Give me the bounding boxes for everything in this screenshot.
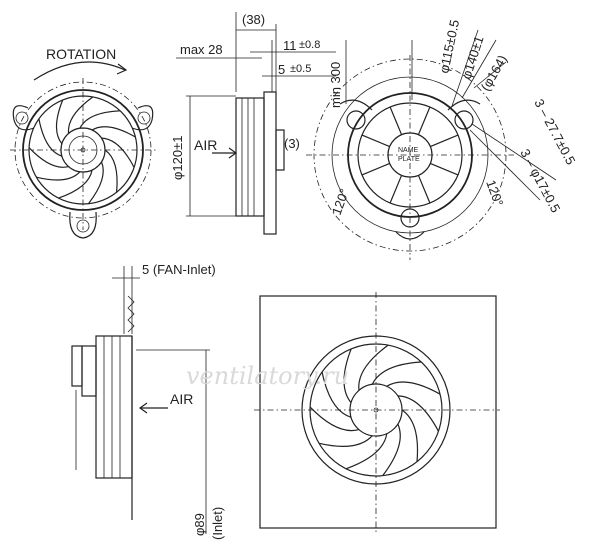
rear-lug-left (339, 99, 373, 111)
blade (397, 395, 440, 432)
dim-5-tol: ±0.5 (290, 63, 311, 75)
blade (91, 126, 136, 138)
blade (401, 409, 419, 462)
blade (79, 110, 121, 129)
mount-hole-right (137, 111, 151, 125)
angle-right-label: 120° (483, 178, 506, 208)
inlet-edge-zigzag (127, 295, 135, 333)
leader-phi140 (461, 39, 497, 99)
blade (358, 344, 389, 391)
impeller-blades (28, 96, 136, 205)
phi164-circle (313, 58, 507, 252)
blade (321, 371, 352, 418)
blade (309, 406, 360, 432)
watermark: ventilatory.ru (186, 362, 349, 390)
blade (87, 161, 104, 205)
mount-hole-left (15, 111, 29, 125)
blade (55, 99, 64, 145)
rear-mount-hole-left (346, 110, 366, 130)
leader-phi164 (473, 61, 507, 89)
side-frame (263, 91, 277, 235)
blade (371, 361, 422, 385)
air-side-label: AIR (194, 137, 217, 153)
frame-spoke (361, 134, 390, 148)
frame-spoke (417, 106, 431, 135)
mount-hole-bottom (76, 219, 90, 233)
dim-phi89-label: φ89 (192, 513, 207, 536)
air-side-arrowhead (228, 147, 238, 159)
dim-11-tol: ±0.8 (299, 39, 320, 51)
inlet-hub (71, 345, 83, 387)
dim-phi17-label: 3 – φ17±0.5 (517, 146, 563, 215)
frame-spoke (430, 162, 459, 176)
rear-mount-hole-right (454, 110, 474, 130)
mount-lug-left (12, 105, 35, 131)
inlet-label: (Inlet) (210, 507, 225, 540)
dim-min300-label: min 300 (328, 62, 343, 108)
blade (386, 381, 441, 395)
rotation-label: ROTATION (46, 46, 116, 62)
rear-view: NAME PLATE min 300 φ115±0.5 φ140±1 (φ164… (306, 18, 578, 260)
blade (58, 169, 93, 199)
nameplate-line1: NAME (398, 147, 419, 154)
blade (345, 433, 388, 470)
frame-spokes (361, 106, 459, 204)
air-bottom-label: AIR (170, 391, 193, 407)
dim-5-label: 5 (278, 62, 285, 77)
front-view-rotation: ROTATION (10, 46, 156, 239)
dim-phi115-label: φ115±0.5 (436, 18, 462, 74)
leader-phi115 (451, 29, 479, 107)
mount-panel (259, 295, 497, 529)
leader-phi17 (469, 129, 541, 201)
inlet-side-view: 5 (FAN-Inlet) φ89 (Inlet) AIR (71, 262, 225, 540)
rotation-arrow-arc (33, 61, 126, 81)
dim-phi120-label: φ120±1 (170, 136, 185, 180)
frame-spoke (430, 134, 459, 148)
blade (101, 137, 135, 168)
rotation-arrow-head (116, 63, 128, 75)
rear-mount-hole-bottom (400, 208, 420, 228)
nameplate-line2: PLATE (398, 156, 420, 163)
dim-27-7-label: 3 – 27.7±0.5 (531, 96, 578, 167)
angle-left-label: 120° (329, 187, 352, 217)
blade (382, 423, 401, 477)
side-housing (235, 97, 265, 217)
frame-spoke (389, 175, 403, 204)
panel-front-view (254, 292, 500, 532)
fan-inlet-label: 5 (FAN-Inlet) (142, 262, 216, 277)
dim-38-label: (38) (242, 12, 265, 27)
leader-27-7 (471, 123, 557, 181)
blade (104, 149, 118, 193)
air-bottom-arrowhead (138, 402, 148, 414)
inlet-motor (81, 345, 97, 397)
side-view: (38) max 28 11 ±0.8 5 ±0.5 φ120±1 AIR (3… (170, 12, 336, 235)
blade (38, 118, 63, 157)
mount-lug-bottom (69, 211, 97, 239)
dim-phi140-label: φ140±1 (459, 34, 487, 81)
dim-phi164-label: (φ164) (478, 52, 510, 93)
mount-lug-right (131, 105, 154, 131)
dim-3-label: (3) (284, 136, 300, 151)
frame-spoke (417, 175, 431, 204)
inlet-housing (95, 335, 133, 479)
panel-impeller-blades (309, 344, 441, 477)
rear-lug-right (447, 99, 481, 111)
blade (28, 147, 69, 168)
dim-max28-label: max 28 (180, 42, 223, 57)
blade (343, 348, 352, 404)
blade (36, 171, 81, 181)
blade (318, 435, 373, 447)
frame-spoke (389, 106, 403, 135)
frame-spoke (361, 162, 390, 176)
rear-lug-bottom (395, 231, 425, 240)
blade (67, 96, 94, 134)
dim-11-label: 11 (283, 38, 297, 53)
side-motor (275, 129, 285, 171)
